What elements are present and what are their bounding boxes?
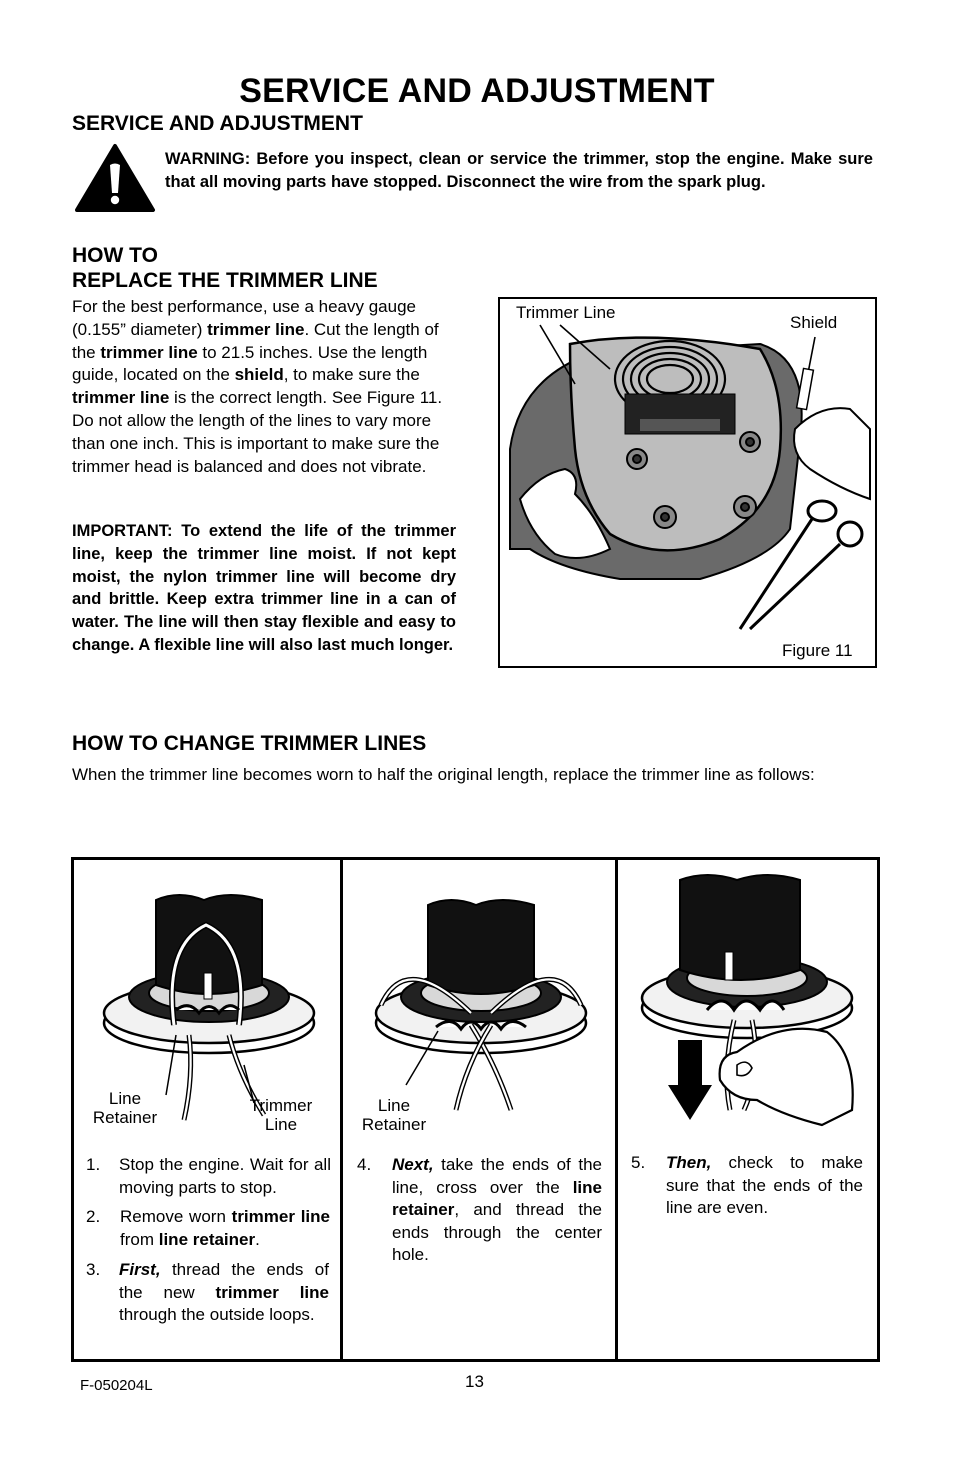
text-run: thread the ends of the new (119, 1260, 329, 1302)
step-illustration-2 (374, 899, 588, 1111)
important-paragraph: IMPORTANT: To extend the life of the tri… (72, 522, 456, 654)
text-run: , to make sure the (283, 365, 420, 385)
text-run: Remove worn (120, 1207, 232, 1226)
step-number: 2. (86, 1207, 101, 1226)
text-run: to 21.5 inches. Use the length guide, lo… (72, 342, 428, 385)
column-divider (615, 860, 618, 1359)
label-line: Line (377, 1096, 411, 1115)
bold-run: trimmer line (100, 342, 198, 362)
step-text: Stop the engine. Wait for all moving par… (119, 1155, 331, 1197)
bold-run: shield (234, 365, 284, 385)
step-number: 5. (631, 1153, 646, 1172)
step-text: Then, check to make sure that the ends o… (666, 1152, 863, 1220)
steps-panel: Line Retainer Trimmer Line Line Retainer (71, 857, 880, 1362)
label-trimmer: Trimmer (249, 1096, 313, 1115)
bold-run: line retainer (158, 1229, 256, 1249)
bold-run: line retainer (392, 1177, 602, 1220)
section-title: SERVICE AND ADJUSTMENT (72, 112, 363, 135)
text-run: . (255, 1229, 260, 1249)
step-number: 3. (86, 1260, 101, 1279)
bold-run: trimmer line (72, 388, 170, 408)
emphasis-run: First, (119, 1260, 161, 1279)
document-code: F-050204L (80, 1377, 153, 1394)
label-line-retainer-1: Line Retainer (86, 1089, 164, 1127)
step-illustration-3 (640, 874, 854, 1127)
bold-run: trimmer line (207, 319, 305, 339)
change-intro: When the trimmer line becomes worn to ha… (72, 765, 815, 784)
page-number: 13 (465, 1372, 484, 1391)
label-shield: Shield (788, 313, 840, 333)
text-run: For the best performance, use a heavy ga… (72, 297, 416, 339)
step-number: 4. (357, 1155, 372, 1174)
figure-11: Trimmer Line Shield Figure 11 (498, 297, 877, 668)
label-retainer: Retainer (361, 1115, 427, 1134)
label-trimmer-line: Trimmer Line (514, 303, 618, 323)
warning-triangle-icon (75, 144, 155, 212)
step-text: Next, take the ends of the line, cross o… (392, 1154, 602, 1267)
bold-run: trimmer line (231, 1207, 330, 1226)
text-run: from (120, 1229, 159, 1249)
step-text: Remove worn trimmer line from line retai… (120, 1206, 330, 1251)
page-title: SERVICE AND ADJUSTMENT (239, 72, 715, 110)
replace-heading: HOW TO REPLACE THE TRIMMER LINE (72, 243, 472, 293)
text-run: is the correct length. See Figure 11. Do… (72, 388, 443, 476)
step-number: 1. (86, 1155, 101, 1174)
replace-heading-line2: REPLACE THE TRIMMER LINE (72, 269, 378, 292)
label-line-retainer-2: Line Retainer (354, 1096, 434, 1134)
label-line: Line (108, 1089, 142, 1108)
label-trimmer-line-1: Trimmer Line (240, 1096, 322, 1134)
column-divider (340, 860, 343, 1359)
text-run: . Cut the length of the (72, 319, 439, 362)
label-retainer: Retainer (92, 1108, 158, 1127)
warning-text: WARNING: Before you inspect, clean or se… (165, 150, 873, 191)
text-run: , and thread the ends through the center… (392, 1200, 602, 1264)
replace-heading-line1: HOW TO (72, 244, 158, 267)
trimmer-illustration (509, 324, 871, 631)
text-run: check to make sure that the ends of the … (666, 1153, 863, 1217)
text-run: take the ends of the line, cross over th… (392, 1155, 602, 1197)
text-run: through the outside loops. (119, 1305, 315, 1324)
down-arrow-icon (668, 1040, 712, 1120)
bold-run: trimmer line (215, 1282, 329, 1302)
emphasis-run: Next, (392, 1155, 434, 1174)
step-illustration-1 (102, 894, 316, 1121)
emphasis-run: Then, (666, 1153, 712, 1172)
label-line: Line (264, 1115, 298, 1134)
replace-paragraph: For the best performance, use a heavy ga… (72, 296, 464, 478)
figure-caption: Figure 11 (780, 641, 855, 661)
step-text: First, thread the ends of the new trimme… (119, 1259, 329, 1327)
change-heading: HOW TO CHANGE TRIMMER LINES (72, 732, 427, 755)
